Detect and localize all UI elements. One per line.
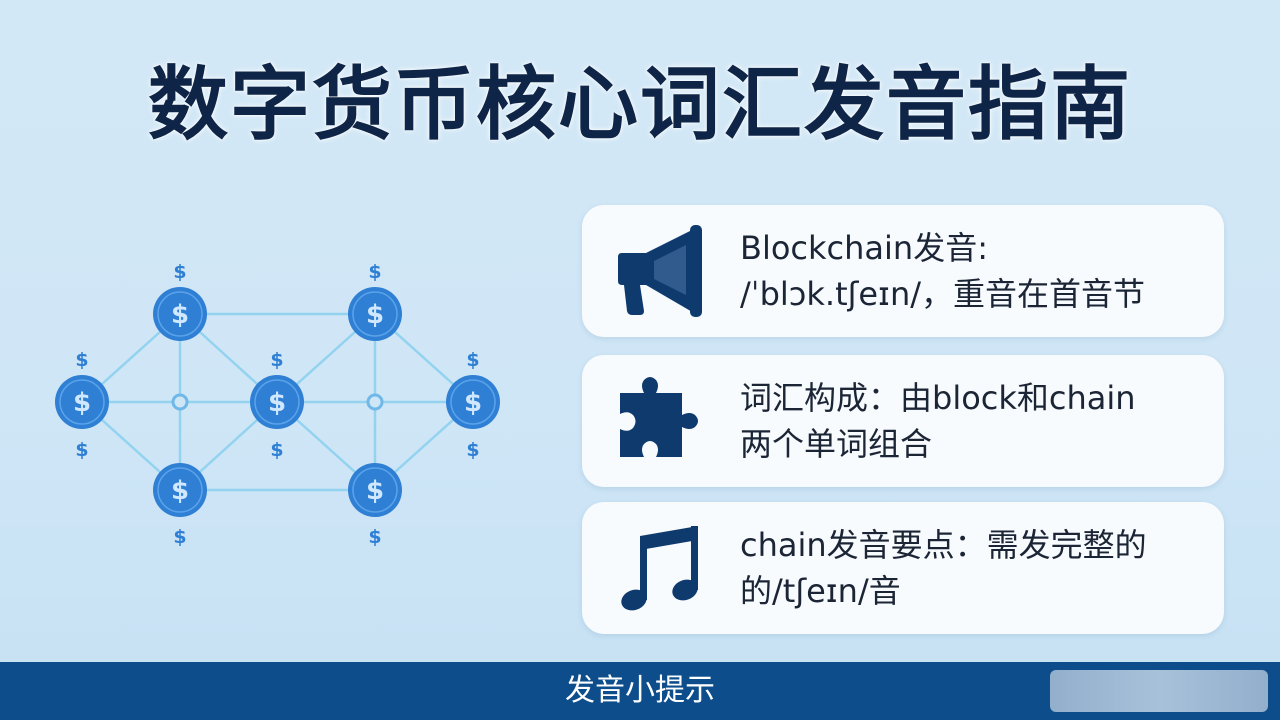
dollar-sign-icon: $ [75,349,88,371]
coin-node: $ [153,287,207,341]
dollar-sign-icon: $ [173,526,186,548]
chain-pronunciation-card: chain发音要点：需发完整的 的/tʃeɪn/音 [582,502,1224,634]
dollar-sign-icon: $ [466,349,479,371]
pronunciation-card: Blockchain发音: /ˈblɔk.tʃeɪn/，重音在首音节 [582,205,1224,337]
dollar-sign-icon: $ [466,439,479,461]
dollar-sign-icon: $ [368,526,381,548]
megaphone-icon [618,225,702,317]
dollar-sign-icon: $ [270,439,283,461]
caption-bar: 发音小提示 [0,662,1280,720]
svg-text:$: $ [268,388,286,418]
coin-node: $ [348,463,402,517]
card-text: Blockchain发音: /ˈblɔk.tʃeɪn/，重音在首音节 [740,225,1200,317]
network-hub-dot [171,393,189,411]
coin-node: $ [250,375,304,429]
card-line: 两个单词组合 [740,425,933,463]
card-line: /ˈblɔk.tʃeɪn/，重音在首音节 [740,275,1146,313]
svg-text:$: $ [73,388,91,418]
svg-text:$: $ [171,476,189,506]
svg-text:$: $ [464,388,482,418]
svg-text:$: $ [366,300,384,330]
coin-node: $ [153,463,207,517]
page-title: 数字货币核心词汇发音指南 [148,58,1132,151]
card-line: 的/tʃeɪn/音 [740,572,901,610]
network-hub-dot [366,393,384,411]
card-text: chain发音要点：需发完整的 的/tʃeɪn/音 [740,522,1200,614]
coin-node: $ [55,375,109,429]
card-line: chain发音要点：需发完整的 [740,526,1147,564]
card-line: 词汇构成：由block和chain [740,379,1136,417]
blockchain-network-illustration: $ $ $ $ $ $ $ $ $ $ $ $ $ $ $ $ [55,261,500,548]
coin-node: $ [348,287,402,341]
svg-text:$: $ [366,476,384,506]
puzzle-piece-icon [620,377,698,457]
caption-label: 发音小提示 [565,673,715,708]
dollar-sign-icon: $ [173,261,186,283]
dollar-sign-icon: $ [75,439,88,461]
blurred-watermark [1050,670,1268,712]
dollar-sign-icon: $ [270,349,283,371]
svg-text:$: $ [171,300,189,330]
dollar-sign-icon: $ [368,261,381,283]
music-note-icon [621,526,698,611]
card-text: 词汇构成：由block和chain 两个单词组合 [740,375,1200,467]
card-line: Blockchain发音: [740,229,988,267]
coin-node: $ [446,375,500,429]
word-structure-card: 词汇构成：由block和chain 两个单词组合 [582,355,1224,487]
